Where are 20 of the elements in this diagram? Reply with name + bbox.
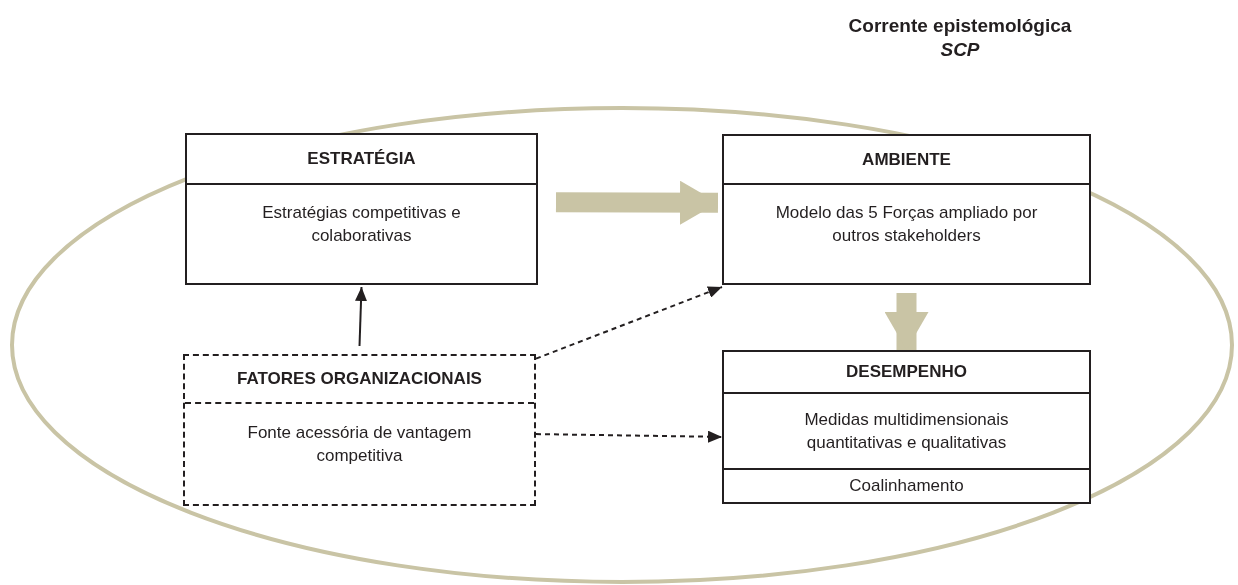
box-heading: DESEMPENHO bbox=[846, 361, 967, 383]
arrow bbox=[355, 286, 368, 347]
process-box bbox=[183, 354, 536, 506]
box-heading: FATORES ORGANIZACIONAIS bbox=[237, 368, 482, 390]
box-text: Fonte acessória de vantagem competitiva bbox=[246, 421, 473, 467]
box-heading: AMBIENTE bbox=[862, 148, 951, 171]
process-box bbox=[185, 133, 538, 285]
process-box bbox=[722, 134, 1091, 285]
box-text: Modelo das 5 Forças ampliado por outros stakeholders bbox=[774, 201, 1039, 247]
box-text: Coalinhamento bbox=[849, 475, 964, 498]
process-box bbox=[722, 350, 1091, 504]
box-text: Estratégias competitivas e colaborativas bbox=[261, 201, 462, 247]
arrow bbox=[535, 285, 723, 360]
box-text: Medidas multidimensionais quantitativas e qualitativas bbox=[803, 408, 1010, 454]
heading-text: SCP bbox=[940, 37, 980, 62]
heading-text: Corrente epistemológica bbox=[848, 14, 1072, 38]
arrow bbox=[887, 293, 926, 350]
arrow bbox=[555, 183, 719, 222]
box-heading: ESTRATÉGIA bbox=[307, 148, 416, 170]
arrow bbox=[535, 430, 723, 443]
